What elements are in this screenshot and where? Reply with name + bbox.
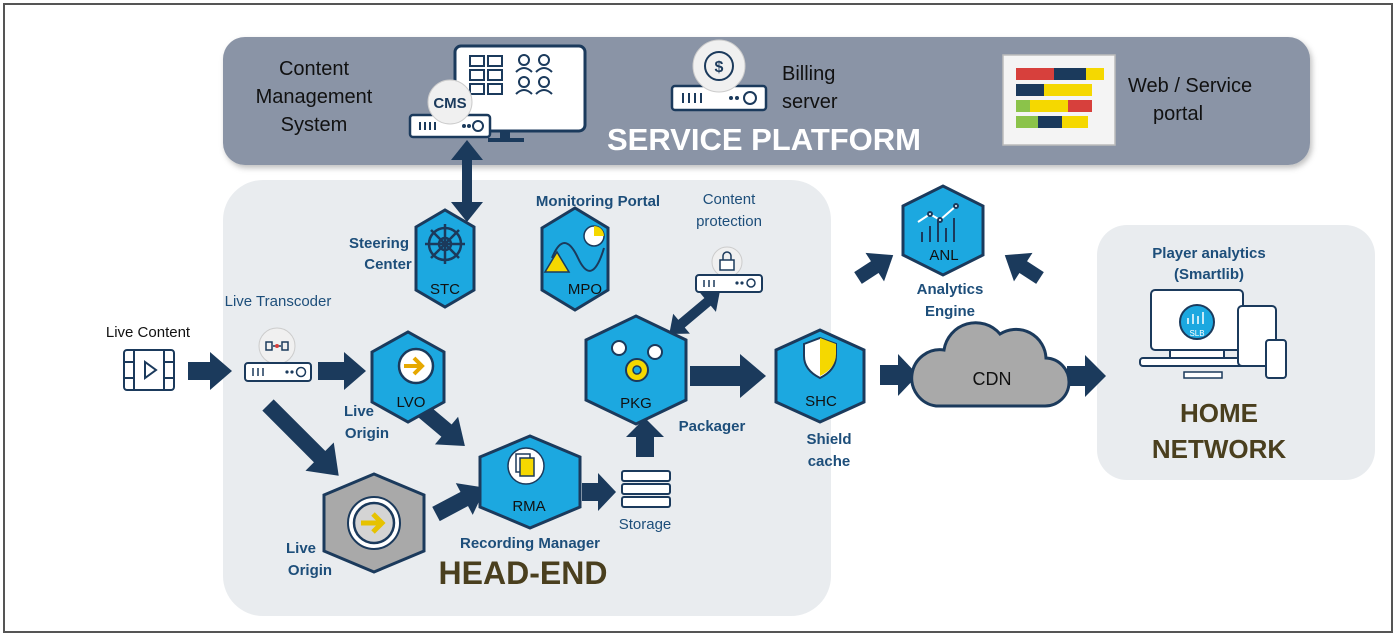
shc-code: SHC <box>805 393 837 410</box>
storage-stack-icon <box>621 470 671 508</box>
storage-label: Storage <box>619 516 672 533</box>
arrow-origin-rma <box>432 483 486 522</box>
arrow-content-transcoder <box>188 352 232 390</box>
flow-arrows <box>188 140 1106 522</box>
cms-label-line3: System <box>281 114 348 136</box>
mpo-code: MPO <box>568 281 602 298</box>
cms-label-line2: Management <box>256 86 373 108</box>
lvo-code: LVO <box>397 394 426 411</box>
shield-icon <box>803 336 837 380</box>
gears-icon <box>611 340 663 382</box>
anl-code: ANL <box>929 247 958 264</box>
outer-frame <box>3 3 1393 633</box>
billing-label-line1: Billing <box>782 63 835 85</box>
head-end-title: HEAD-END <box>439 555 608 591</box>
billing-label-line2: server <box>782 91 838 113</box>
arrow-pkg-shc <box>690 354 766 398</box>
steering-label-line2: Center <box>364 256 412 273</box>
transcoder-server-icon <box>244 327 312 382</box>
arrow-transcoder-lvo <box>318 352 366 390</box>
pkg-code: PKG <box>620 395 652 412</box>
arrow-shc-cdn <box>880 354 918 396</box>
home-title-line1: HOME <box>1180 398 1258 428</box>
pkg-node: PKG <box>584 314 688 426</box>
rma-node: RMA <box>478 434 582 530</box>
helm-icon <box>425 224 465 264</box>
arrow-rma-storage <box>582 473 616 511</box>
protection-label-line1: Content <box>703 191 756 208</box>
slb-badge: SLB <box>1189 329 1204 338</box>
service-platform-title: SERVICE PLATFORM <box>607 122 921 157</box>
shield-label-line1: Shield <box>806 431 851 448</box>
shc-node: SHC <box>774 328 866 424</box>
analytics-chart-icon <box>917 203 959 242</box>
arrow-pkg-protection <box>669 291 720 334</box>
devices-icon <box>1139 289 1287 379</box>
grey-origin-node <box>322 472 426 574</box>
monitoring-label: Monitoring Portal <box>536 193 660 210</box>
portal-label-line2: portal <box>1153 103 1203 125</box>
anl-node: ANL <box>901 184 985 277</box>
live-content-label: Live Content <box>106 324 191 341</box>
live-origin-label-line2: Origin <box>345 425 389 442</box>
billing-server-icon: $ <box>670 39 768 112</box>
analytics-label-line1: Analytics <box>917 281 984 298</box>
lock-server-icon <box>695 246 763 293</box>
rma-code: RMA <box>512 498 545 515</box>
home-title-line2: NETWORK <box>1152 434 1287 464</box>
live-origin-label-line1: Live <box>344 403 374 420</box>
portal-board-icon <box>1002 54 1116 146</box>
arrow-shc-anl <box>854 252 894 284</box>
recording-label: Recording Manager <box>460 535 600 552</box>
documents-icon <box>507 447 545 485</box>
arrow-home-anl <box>1004 252 1044 284</box>
live-origin2-label-line2: Origin <box>288 562 332 579</box>
analytics-label-line2: Engine <box>925 303 975 320</box>
arrow-circle-icon <box>397 347 435 385</box>
monitoring-chart-icon <box>543 225 605 273</box>
portal-label-line1: Web / Service <box>1128 75 1252 97</box>
film-icon <box>123 349 175 391</box>
packager-label: Packager <box>679 418 746 435</box>
stc-node: STC <box>414 208 476 309</box>
cms-label-line1: Content <box>279 58 349 80</box>
arrow-transcoder-origin <box>262 399 339 476</box>
mpo-node: MPO <box>540 206 610 312</box>
protection-label-line2: protection <box>696 213 762 230</box>
steering-label-line1: Steering <box>349 235 409 252</box>
shield-label-line2: cache <box>808 453 851 470</box>
player-label-line2: (Smartlib) <box>1174 266 1244 283</box>
cms-badge: CMS <box>433 95 466 112</box>
arrow-storage-pkg <box>626 418 664 457</box>
cms-server-icon: CMS <box>408 44 587 142</box>
arrow-cms-stc <box>451 140 483 222</box>
live-origin2-label-line1: Live <box>286 540 316 557</box>
lvo-node: LVO <box>370 330 446 424</box>
cdn-label: CDN <box>973 369 1012 389</box>
stc-code: STC <box>430 281 460 298</box>
home-network-panel <box>1097 225 1375 480</box>
cloud-icon <box>910 321 1071 408</box>
player-label-line1: Player analytics <box>1152 245 1265 262</box>
live-transcoder-label: Live Transcoder <box>225 293 332 310</box>
billing-symbol: $ <box>715 59 724 76</box>
arrow-cdn-home <box>1067 355 1106 397</box>
